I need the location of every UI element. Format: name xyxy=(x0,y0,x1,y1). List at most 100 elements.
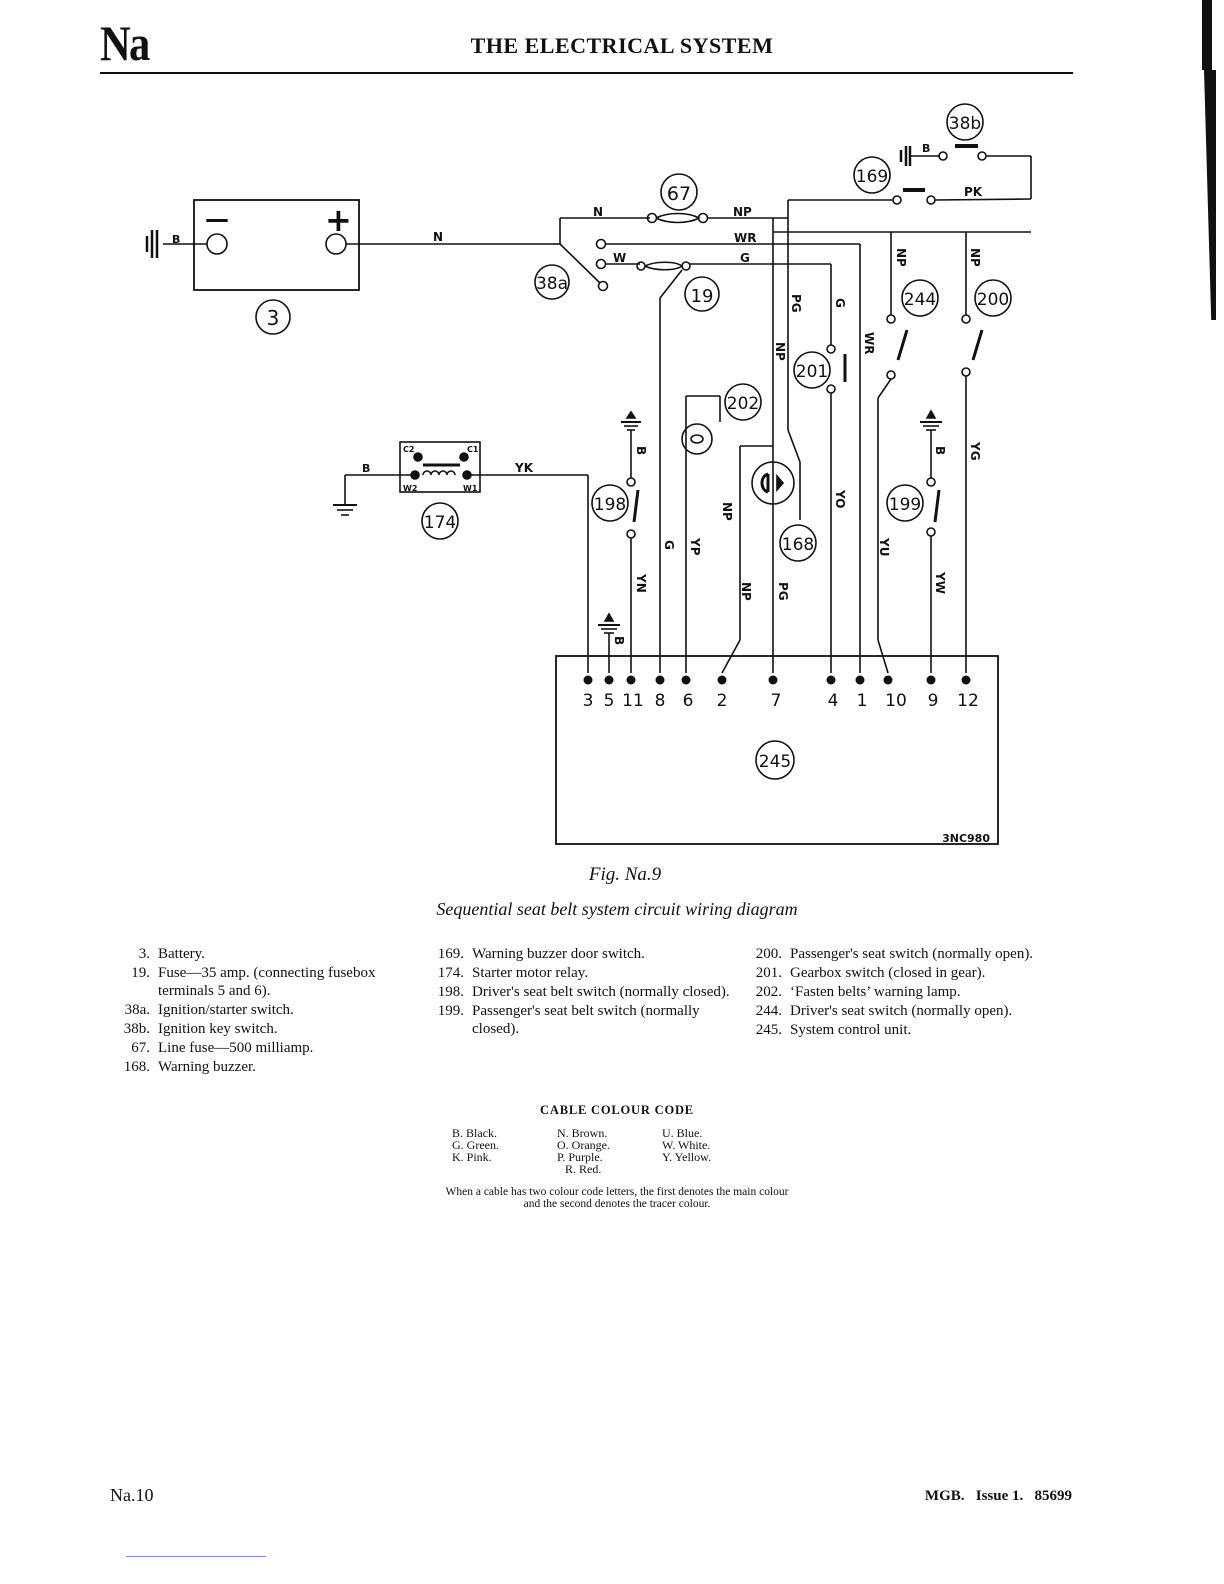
legend-text: Warning buzzer. xyxy=(158,1059,256,1075)
component-201-badge: 201 xyxy=(793,351,831,389)
cable-colour-note-line: When a cable has two colour code letters… xyxy=(445,1186,789,1198)
relay-terminal-c1: C1 xyxy=(467,445,479,454)
legend-text: Ignition key switch. xyxy=(158,1021,278,1037)
colour-code-entry: N. Brown. xyxy=(557,1126,608,1140)
legend-item: 19.Fuse—35 amp. (connecting fusebox term… xyxy=(110,964,420,1000)
component-3-badge: 3 xyxy=(255,299,291,335)
colour-code-entry: P. Purple. xyxy=(557,1150,603,1164)
battery-plus-label: + xyxy=(325,201,352,239)
legend-text: Gearbox switch (closed in gear). xyxy=(790,965,986,981)
legend-item: 198.Driver's seat belt switch (normally … xyxy=(424,983,740,1001)
legend-number: 169. xyxy=(437,946,464,962)
figure-caption: Sequential seat belt system circuit wiri… xyxy=(436,899,798,919)
legend-text: Driver's seat belt switch (normally clos… xyxy=(472,984,730,1000)
driver-seat-switch xyxy=(877,232,909,674)
legend-item: 67.Line fuse—500 milliamp. xyxy=(110,1039,420,1057)
wire-label-pg: PG xyxy=(789,294,803,313)
page-mark-line xyxy=(126,1556,266,1557)
component-202-badge: 202 xyxy=(724,383,762,421)
system-control-unit: 3 5 11 8 6 2 7 4 1 10 9 12 3NC980 xyxy=(555,655,999,845)
figure-number: Fig. Na.9 xyxy=(588,864,662,885)
terminal-number: 2 xyxy=(717,691,728,711)
component-198-label: 198 xyxy=(594,495,626,515)
section-code: Na xyxy=(100,15,150,71)
passenger-belt-switch xyxy=(920,409,942,673)
wire-label-yg: YG xyxy=(968,441,982,461)
component-38a-badge: 38a xyxy=(534,264,570,300)
wire-label-yp: YP xyxy=(688,537,702,556)
component-169-label: 169 xyxy=(856,167,888,187)
legend-item: 168. Warning buzzer. xyxy=(110,1058,420,1076)
terminal-number: 11 xyxy=(622,691,644,711)
gearbox-switch xyxy=(826,344,847,673)
wire-label-yn: YN xyxy=(634,573,648,593)
wire-label-pk: PK xyxy=(964,185,983,199)
wire-label-n-fuse: N xyxy=(593,205,603,219)
component-38b-label: 38b xyxy=(949,114,981,134)
legend-number: 202. xyxy=(755,984,782,1000)
legend-column-2: 169.Warning buzzer door switch. 174.Star… xyxy=(424,945,740,1039)
buzzer-door-switch xyxy=(787,188,1032,520)
legend-item: 200. Passenger's seat switch (normally op… xyxy=(742,945,1062,963)
wiring-diagram: — + B 3 N 38a N WR W NP xyxy=(145,103,1032,845)
colour-code-entry: G. Green. xyxy=(452,1138,499,1152)
colour-code-column-1: B. Black. G. Green. K. Pink. xyxy=(452,1127,562,1163)
legend-item: 38b.Ignition key switch. xyxy=(110,1020,420,1038)
legend-number: 199. xyxy=(437,1003,464,1019)
terminal-number: 10 xyxy=(885,691,907,711)
wire-label-g-left: G xyxy=(662,540,676,550)
legend-number: 201. xyxy=(755,965,782,981)
colour-code-entry: U. Blue. xyxy=(662,1126,703,1140)
wire-label-np-200: NP xyxy=(968,248,982,267)
wire-label-n-battery: N xyxy=(433,230,443,244)
colour-code-entry: K. Pink. xyxy=(452,1150,492,1164)
ignition-key-switch xyxy=(899,144,1032,199)
page-title: THE ELECTRICAL SYSTEM xyxy=(470,33,774,58)
wire-label-np-202: NP xyxy=(720,502,734,521)
wire-label-np-244: NP xyxy=(894,248,908,267)
wire-label-b-relay: B xyxy=(362,462,370,475)
legend-text: ‘Fasten belts’ warning lamp. xyxy=(790,984,961,1000)
terminal-number: 8 xyxy=(655,691,666,711)
legend-number: 38a. xyxy=(124,1002,150,1018)
legend-text: Passenger's seat switch (normally open). xyxy=(790,946,1034,962)
battery-minus-label: — xyxy=(205,205,229,233)
legend-item: 199.Passenger's seat belt switch (normal… xyxy=(424,1002,740,1038)
wire-label-np-vertical: NP xyxy=(773,342,787,361)
page-number: Na.10 xyxy=(110,1485,154,1505)
colour-code-entry: O. Orange. xyxy=(557,1138,610,1152)
terminal-number: 12 xyxy=(957,691,979,711)
passenger-seat-switch xyxy=(961,232,984,673)
legend-text: Starter motor relay. xyxy=(472,965,589,981)
wire-label-yu: YU xyxy=(877,537,891,556)
starter-motor-relay: C2 C1 W2 W1 xyxy=(345,441,589,673)
wire-label-yw: YW xyxy=(933,571,947,594)
wire-label-b-199: B xyxy=(933,446,947,455)
fuse-35amp xyxy=(636,261,832,673)
component-200-label: 200 xyxy=(977,290,1009,310)
battery: — + xyxy=(163,199,360,291)
line-fuse xyxy=(646,212,788,224)
relay-terminal-c2: C2 xyxy=(403,445,414,454)
legend-number: 168. xyxy=(123,1059,150,1075)
legend-item: 201. Gearbox switch (closed in gear). xyxy=(742,964,1062,982)
legend-text: Line fuse—500 milliamp. xyxy=(158,1040,314,1056)
legend-number: 200. xyxy=(755,946,782,962)
component-3-label: 3 xyxy=(267,306,280,330)
wire-label-pg-low: PG xyxy=(776,582,790,601)
component-38a-label: 38a xyxy=(536,274,568,294)
page-edge-shadow xyxy=(1202,0,1224,1584)
component-19-label: 19 xyxy=(691,286,714,307)
cable-colour-note: When a cable has two colour code letters… xyxy=(0,1186,1224,1210)
wire-label-yo: YO xyxy=(833,489,847,508)
fasten-belts-warning-lamp xyxy=(681,395,721,673)
wire-label-w: W xyxy=(613,251,626,265)
component-174-label: 174 xyxy=(424,513,456,533)
colour-code-entry: B. Black. xyxy=(452,1126,497,1140)
ignition-starter-switch xyxy=(553,217,861,673)
wire-label-wr-vertical: WR xyxy=(862,332,876,354)
component-244-badge: 244 xyxy=(901,279,939,317)
legend-text: System control unit. xyxy=(790,1022,912,1038)
component-199-label: 199 xyxy=(889,495,921,515)
component-199-badge: 199 xyxy=(886,484,924,522)
